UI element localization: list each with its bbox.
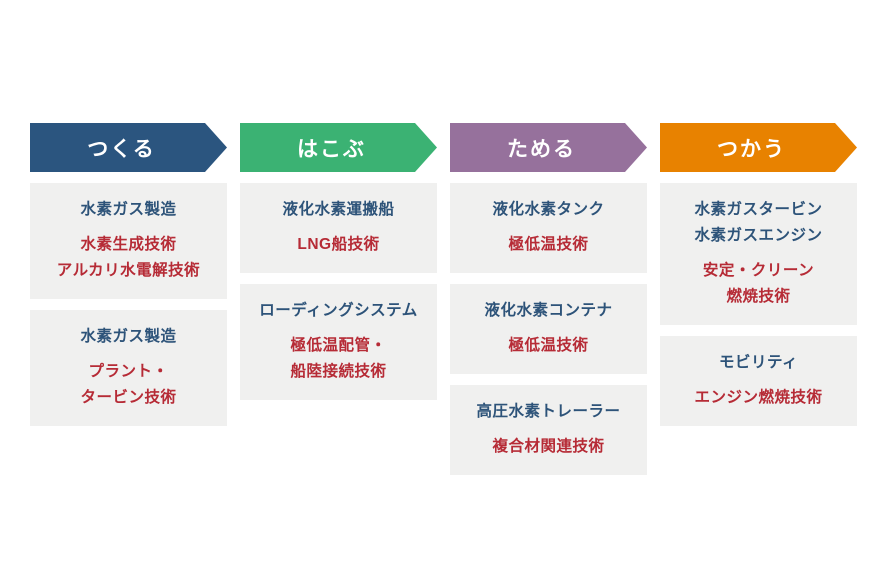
technology-name: 極低温技術: [456, 333, 641, 359]
chain-stage-label: はこぶ: [297, 137, 366, 161]
technology-card-list: 液化水素タンク 極低温技術 液化水素コンテナ 極低温技術 高圧水素トレーラー 複…: [450, 183, 647, 475]
product-name: 液化水素運搬船: [246, 197, 431, 223]
technology-card: 高圧水素トレーラー 複合材関連技術: [450, 385, 647, 475]
product-name-line: 水素ガス製造: [80, 328, 177, 345]
technology-card: 液化水素運搬船 LNG船技術: [240, 183, 437, 273]
technology-name-line: 船陸接続技術: [290, 363, 387, 380]
technology-card-list: 液化水素運搬船 LNG船技術 ローディングシステム 極低温配管・船陸接続技術: [240, 183, 437, 400]
technology-name-line: 極低温技術: [508, 236, 589, 253]
technology-name-line: LNG船技術: [297, 236, 380, 253]
technology-card: 液化水素タンク 極低温技術: [450, 183, 647, 273]
product-name-line: 高圧水素トレーラー: [476, 403, 621, 420]
technology-card: モビリティ エンジン燃焼技術: [660, 336, 857, 426]
chain-column: はこぶ 液化水素運搬船 LNG船技術 ローディングシステム 極低温配管・船陸接続…: [240, 123, 437, 475]
technology-name: プラント・タービン技術: [36, 359, 221, 411]
technology-name: 水素生成技術アルカリ水電解技術: [36, 232, 221, 284]
technology-card-list: 水素ガス製造 水素生成技術アルカリ水電解技術 水素ガス製造 プラント・タービン技…: [30, 183, 227, 426]
product-name-line: モビリティ: [718, 354, 799, 371]
technology-card: 液化水素コンテナ 極低温技術: [450, 284, 647, 374]
product-name: ローディングシステム: [246, 298, 431, 324]
chain-stage-label: つくる: [87, 137, 156, 161]
product-name: 高圧水素トレーラー: [456, 399, 641, 425]
chain-stage-header: はこぶ: [240, 123, 437, 172]
product-name-line: 液化水素コンテナ: [484, 302, 613, 319]
technology-card: ローディングシステム 極低温配管・船陸接続技術: [240, 284, 437, 400]
chain-stage-label: つかう: [717, 137, 786, 161]
product-name: モビリティ: [666, 350, 851, 376]
chain-column: つくる 水素ガス製造 水素生成技術アルカリ水電解技術 水素ガス製造 プラント・タ…: [30, 123, 227, 475]
technology-name: 安定・クリーン燃焼技術: [666, 258, 851, 310]
product-name: 液化水素コンテナ: [456, 298, 641, 324]
hydrogen-chain-diagram: つくる 水素ガス製造 水素生成技術アルカリ水電解技術 水素ガス製造 プラント・タ…: [30, 123, 857, 475]
technology-name-line: タービン技術: [80, 389, 177, 406]
technology-name: LNG船技術: [246, 232, 431, 258]
chain-column: ためる 液化水素タンク 極低温技術 液化水素コンテナ 極低温技術 高圧水素トレー…: [450, 123, 647, 475]
product-name-line: 水素ガス製造: [80, 201, 177, 218]
technology-card: 水素ガス製造 水素生成技術アルカリ水電解技術: [30, 183, 227, 299]
technology-name-line: 極低温配管・: [290, 337, 387, 354]
technology-card: 水素ガス製造 プラント・タービン技術: [30, 310, 227, 426]
chain-column: つかう 水素ガスタービン水素ガスエンジン 安定・クリーン燃焼技術 モビリティ エ…: [660, 123, 857, 475]
technology-name: 極低温配管・船陸接続技術: [246, 333, 431, 385]
technology-name-line: プラント・: [88, 363, 169, 380]
product-name: 水素ガスタービン水素ガスエンジン: [666, 197, 851, 249]
technology-name: 極低温技術: [456, 232, 641, 258]
technology-name-line: アルカリ水電解技術: [56, 262, 201, 279]
technology-name: 複合材関連技術: [456, 434, 641, 460]
product-name: 液化水素タンク: [456, 197, 641, 223]
product-name: 水素ガス製造: [36, 324, 221, 350]
product-name-line: 液化水素運搬船: [282, 201, 395, 218]
technology-name-line: エンジン燃焼技術: [694, 389, 823, 406]
technology-name-line: 燃焼技術: [726, 288, 791, 305]
product-name-line: 水素ガスエンジン: [694, 227, 823, 244]
chain-stage-header: つくる: [30, 123, 227, 172]
technology-name-line: 水素生成技術: [80, 236, 177, 253]
technology-name: エンジン燃焼技術: [666, 385, 851, 411]
chain-stage-header: ためる: [450, 123, 647, 172]
product-name: 水素ガス製造: [36, 197, 221, 223]
product-name-line: 液化水素タンク: [492, 201, 605, 218]
chain-stage-label: ためる: [507, 137, 576, 161]
product-name-line: 水素ガスタービン: [694, 201, 823, 218]
technology-name-line: 極低温技術: [508, 337, 589, 354]
technology-card-list: 水素ガスタービン水素ガスエンジン 安定・クリーン燃焼技術 モビリティ エンジン燃…: [660, 183, 857, 426]
technology-name-line: 複合材関連技術: [492, 438, 605, 455]
technology-name-line: 安定・クリーン: [702, 262, 815, 279]
technology-card: 水素ガスタービン水素ガスエンジン 安定・クリーン燃焼技術: [660, 183, 857, 325]
product-name-line: ローディングシステム: [259, 302, 418, 319]
chain-stage-header: つかう: [660, 123, 857, 172]
